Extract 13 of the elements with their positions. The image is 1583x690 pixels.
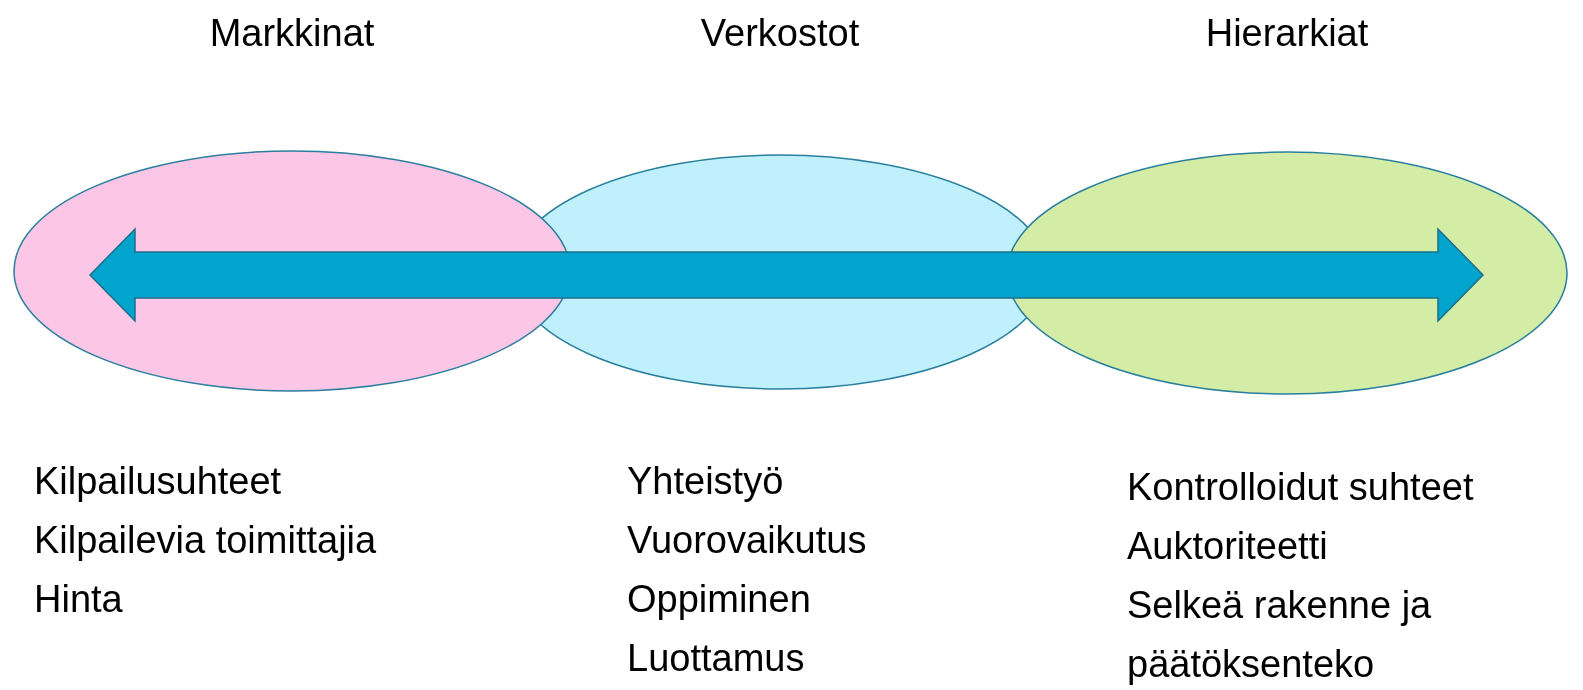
list-item: Selkeä rakenne ja päätöksenteko	[1127, 583, 1433, 687]
list-item: Vuorovaikutus	[627, 518, 868, 563]
list-item: Hinta	[34, 577, 124, 622]
list-item: Yhteistyö	[627, 459, 785, 504]
list-item: Kilpailevia toimittajia	[34, 518, 378, 563]
list-item: Kontrolloidut suhteet	[1127, 465, 1475, 510]
heading: Verkostot	[699, 11, 861, 56]
list-item: Kilpailusuhteet	[34, 459, 283, 504]
heading: Hierarkiat	[1204, 11, 1370, 56]
heading: Markkinat	[208, 11, 376, 56]
list-item: Luottamus	[627, 636, 806, 681]
list-item: Auktoriteetti	[1127, 524, 1329, 569]
list-item: Oppiminen	[627, 577, 812, 622]
